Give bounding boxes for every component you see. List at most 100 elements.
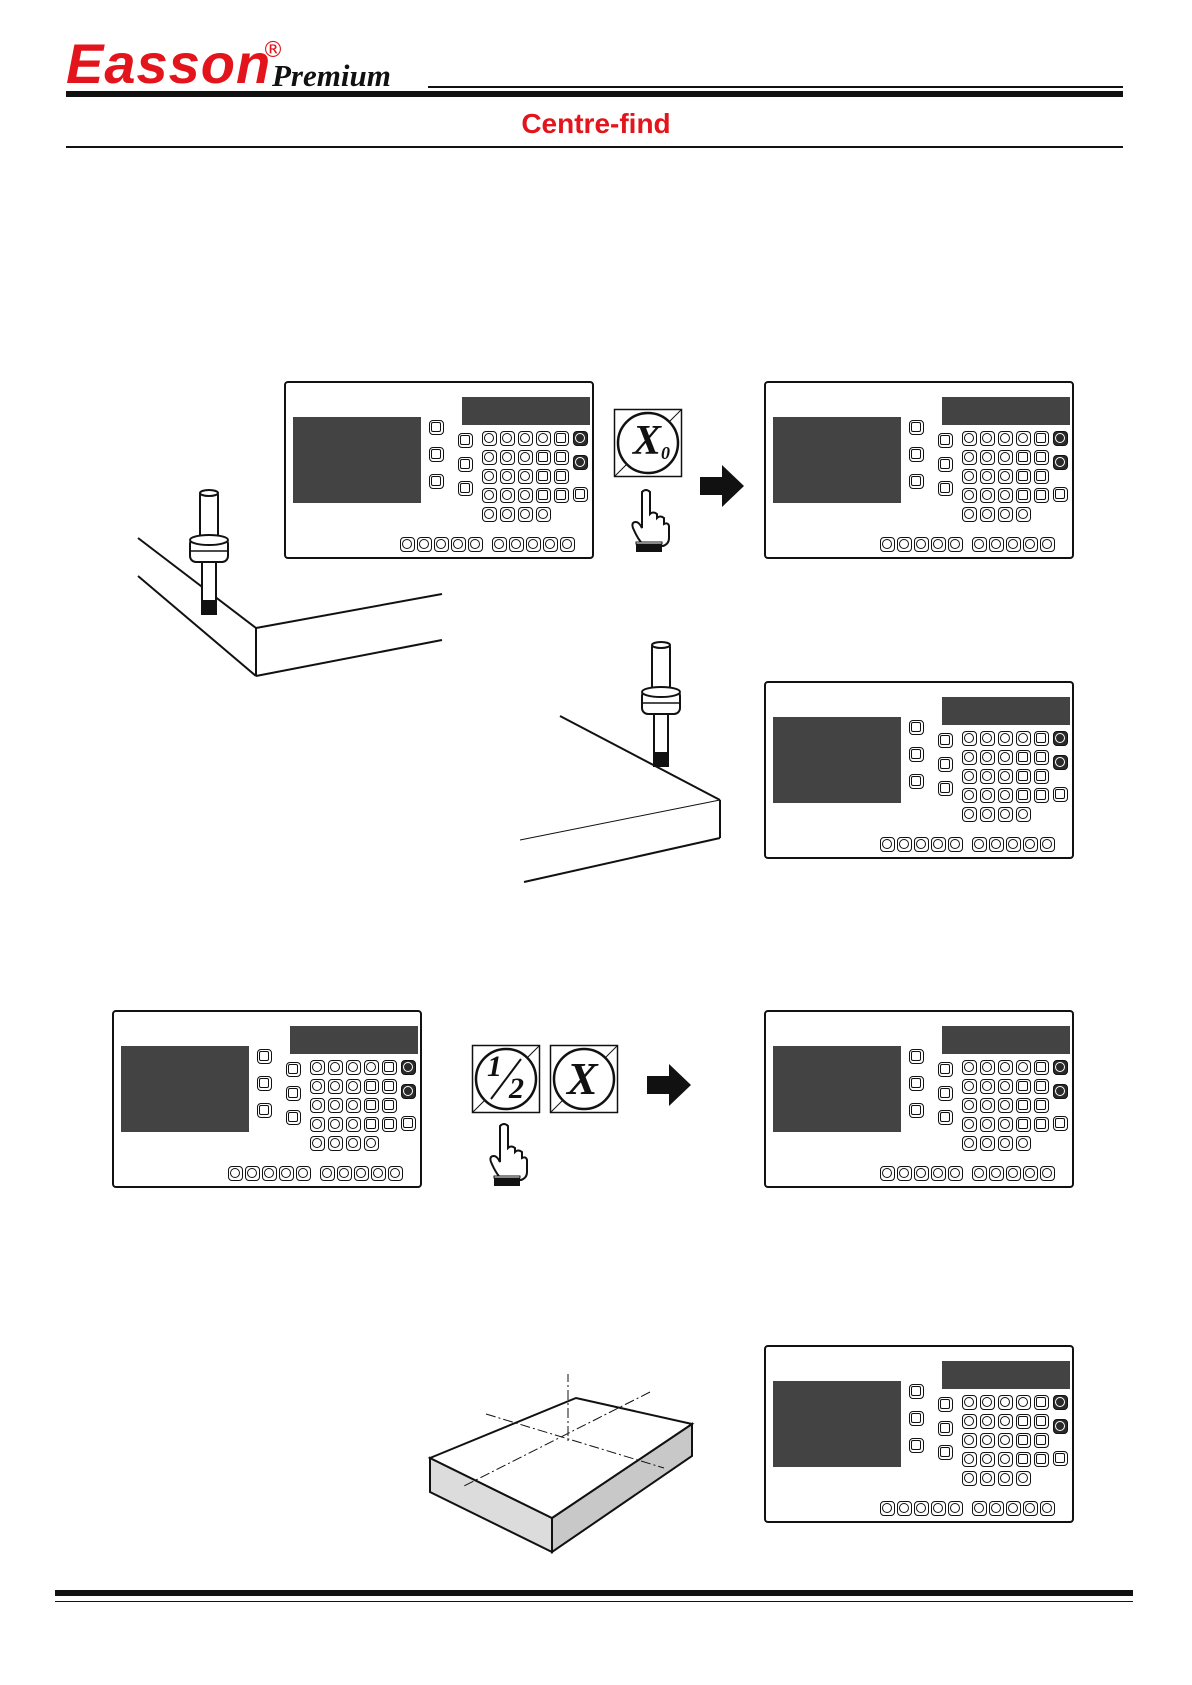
keypad-key[interactable] [962, 1471, 977, 1486]
keypad-key[interactable] [536, 507, 551, 522]
function-key[interactable] [228, 1166, 243, 1181]
function-key[interactable] [279, 1166, 294, 1181]
axis-zero-key[interactable] [938, 757, 953, 772]
function-key[interactable] [1023, 537, 1038, 552]
arrow-down-key[interactable] [401, 1084, 416, 1099]
axis-zero-key[interactable] [938, 457, 953, 472]
keypad-key[interactable] [962, 1136, 977, 1151]
function-key[interactable] [1006, 837, 1021, 852]
keypad-key[interactable] [536, 469, 551, 484]
function-key[interactable] [1040, 1501, 1055, 1516]
keypad-key[interactable] [554, 488, 569, 503]
keypad-key[interactable] [998, 750, 1013, 765]
axis-zero-key[interactable] [458, 457, 473, 472]
arrow-up-key[interactable] [1053, 731, 1068, 746]
keypad-key[interactable] [518, 507, 533, 522]
keypad-key[interactable] [980, 488, 995, 503]
function-key[interactable] [1006, 1501, 1021, 1516]
axis-zero-key[interactable] [286, 1086, 301, 1101]
axis-select-key[interactable] [909, 447, 924, 462]
keypad-key[interactable] [1016, 731, 1031, 746]
function-key[interactable] [880, 537, 895, 552]
axis-select-key[interactable] [909, 720, 924, 735]
keypad-key[interactable] [1034, 731, 1049, 746]
keypad-key[interactable] [500, 469, 515, 484]
keypad-key[interactable] [1034, 431, 1049, 446]
function-key[interactable] [914, 1501, 929, 1516]
keypad-key[interactable] [382, 1117, 397, 1132]
function-key[interactable] [948, 1501, 963, 1516]
keypad-key[interactable] [998, 507, 1013, 522]
keypad-key[interactable] [310, 1079, 325, 1094]
keypad-key[interactable] [980, 1433, 995, 1448]
axis-zero-key[interactable] [458, 433, 473, 448]
keypad-key[interactable] [500, 507, 515, 522]
keypad-key[interactable] [1016, 1079, 1031, 1094]
enter-key[interactable] [401, 1116, 416, 1131]
function-key[interactable] [931, 537, 946, 552]
keypad-key[interactable] [980, 1098, 995, 1113]
function-key[interactable] [1040, 837, 1055, 852]
function-key[interactable] [989, 1501, 1004, 1516]
keypad-key[interactable] [1016, 769, 1031, 784]
keypad-key[interactable] [364, 1079, 379, 1094]
keypad-key[interactable] [346, 1079, 361, 1094]
keypad-key[interactable] [364, 1098, 379, 1113]
keypad-key[interactable] [1034, 1395, 1049, 1410]
keypad-key[interactable] [554, 431, 569, 446]
function-key[interactable] [468, 537, 483, 552]
keypad-key[interactable] [1016, 1414, 1031, 1429]
keypad-key[interactable] [980, 1136, 995, 1151]
arrow-up-key[interactable] [1053, 1395, 1068, 1410]
keypad-key[interactable] [346, 1136, 361, 1151]
keypad-key[interactable] [980, 731, 995, 746]
keypad-key[interactable] [1034, 769, 1049, 784]
keypad-key[interactable] [310, 1136, 325, 1151]
axis-select-key[interactable] [909, 1384, 924, 1399]
keypad-key[interactable] [310, 1098, 325, 1113]
keypad-key[interactable] [1016, 750, 1031, 765]
keypad-key[interactable] [364, 1117, 379, 1132]
keypad-key[interactable] [1034, 488, 1049, 503]
function-key[interactable] [1040, 1166, 1055, 1181]
function-key[interactable] [972, 1501, 987, 1516]
keypad-key[interactable] [382, 1060, 397, 1075]
keypad-key[interactable] [962, 507, 977, 522]
x-zero-key[interactable]: X 0 [613, 408, 683, 478]
keypad-key[interactable] [1034, 1452, 1049, 1467]
keypad-key[interactable] [998, 431, 1013, 446]
keypad-key[interactable] [1016, 1452, 1031, 1467]
half-key[interactable]: 1 2 [471, 1044, 541, 1114]
keypad-key[interactable] [962, 1117, 977, 1132]
keypad-key[interactable] [364, 1136, 379, 1151]
keypad-key[interactable] [482, 469, 497, 484]
keypad-key[interactable] [998, 1136, 1013, 1151]
keypad-key[interactable] [328, 1117, 343, 1132]
keypad-key[interactable] [998, 1117, 1013, 1132]
keypad-key[interactable] [1034, 1098, 1049, 1113]
keypad-key[interactable] [364, 1060, 379, 1075]
axis-select-key[interactable] [257, 1049, 272, 1064]
function-key[interactable] [560, 537, 575, 552]
keypad-key[interactable] [382, 1079, 397, 1094]
function-key[interactable] [388, 1166, 403, 1181]
keypad-key[interactable] [518, 450, 533, 465]
keypad-key[interactable] [1034, 469, 1049, 484]
keypad-key[interactable] [980, 507, 995, 522]
function-key[interactable] [989, 1166, 1004, 1181]
axis-select-key[interactable] [909, 1103, 924, 1118]
arrow-down-key[interactable] [573, 455, 588, 470]
keypad-key[interactable] [1016, 1471, 1031, 1486]
keypad-key[interactable] [962, 488, 977, 503]
arrow-up-key[interactable] [401, 1060, 416, 1075]
keypad-key[interactable] [998, 731, 1013, 746]
enter-key[interactable] [573, 487, 588, 502]
keypad-key[interactable] [518, 488, 533, 503]
function-key[interactable] [245, 1166, 260, 1181]
function-key[interactable] [914, 1166, 929, 1181]
axis-zero-key[interactable] [938, 781, 953, 796]
keypad-key[interactable] [1034, 750, 1049, 765]
function-key[interactable] [972, 1166, 987, 1181]
function-key[interactable] [1023, 837, 1038, 852]
function-key[interactable] [880, 1166, 895, 1181]
